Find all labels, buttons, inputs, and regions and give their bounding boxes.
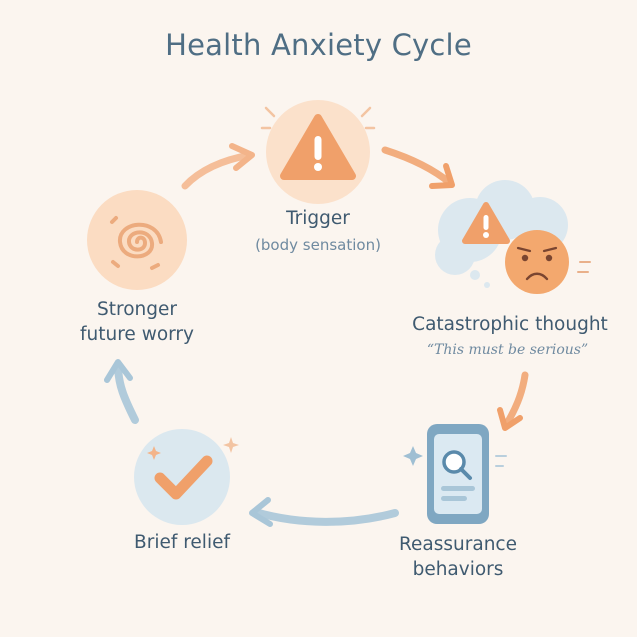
trigger-node — [260, 100, 376, 204]
arrow-trigger-to-catastrophic-head — [429, 163, 455, 189]
phone-search-icon — [427, 424, 489, 524]
sparkle-icon-2 — [223, 437, 239, 453]
reassurance-label: Reassurance behaviors — [378, 532, 538, 582]
arrow-catastrophic-to-reassurance — [502, 371, 529, 429]
catastrophic-node — [435, 180, 591, 294]
catastrophic-sub-label: “This must be serious” — [426, 342, 589, 358]
trigger-sub-label: (body sensation) — [255, 236, 381, 254]
trigger-label: Trigger — [286, 208, 350, 229]
reassurance-label-line2: behaviors — [412, 559, 504, 580]
worried-face-icon — [505, 230, 569, 294]
page-title: Health Anxiety Cycle — [165, 28, 472, 62]
arrow-catastrophic-to-reassurance-head — [497, 407, 523, 431]
catastrophic-label: Catastrophic thought — [412, 314, 608, 335]
checkmark-icon — [154, 455, 213, 500]
arrow-relief-to-worry-head — [104, 359, 133, 383]
sparkle-icon — [147, 446, 161, 460]
worry-node — [87, 190, 187, 290]
reassurance-label-line1: Reassurance — [399, 534, 517, 555]
worry-label: Stronger future worry — [57, 297, 217, 347]
arrow-relief-to-worry — [114, 361, 139, 424]
sparkle-icon — [403, 446, 423, 466]
spiral-icon — [110, 216, 163, 270]
arrow-reassurance-to-relief — [251, 508, 399, 526]
arrow-reassurance-to-relief-head — [249, 497, 273, 527]
warning-icon — [280, 114, 356, 180]
arrow-worry-to-trigger — [181, 151, 254, 190]
worry-label-line2: future worry — [80, 324, 194, 345]
arrow-worry-to-trigger-head — [229, 143, 255, 171]
relief-node — [134, 429, 239, 525]
reassurance-node — [403, 424, 507, 524]
warning-icon — [462, 202, 510, 244]
worry-label-line1: Stronger — [97, 299, 177, 320]
arrow-trigger-to-catastrophic — [381, 146, 454, 187]
relief-label: Brief relief — [134, 532, 230, 553]
